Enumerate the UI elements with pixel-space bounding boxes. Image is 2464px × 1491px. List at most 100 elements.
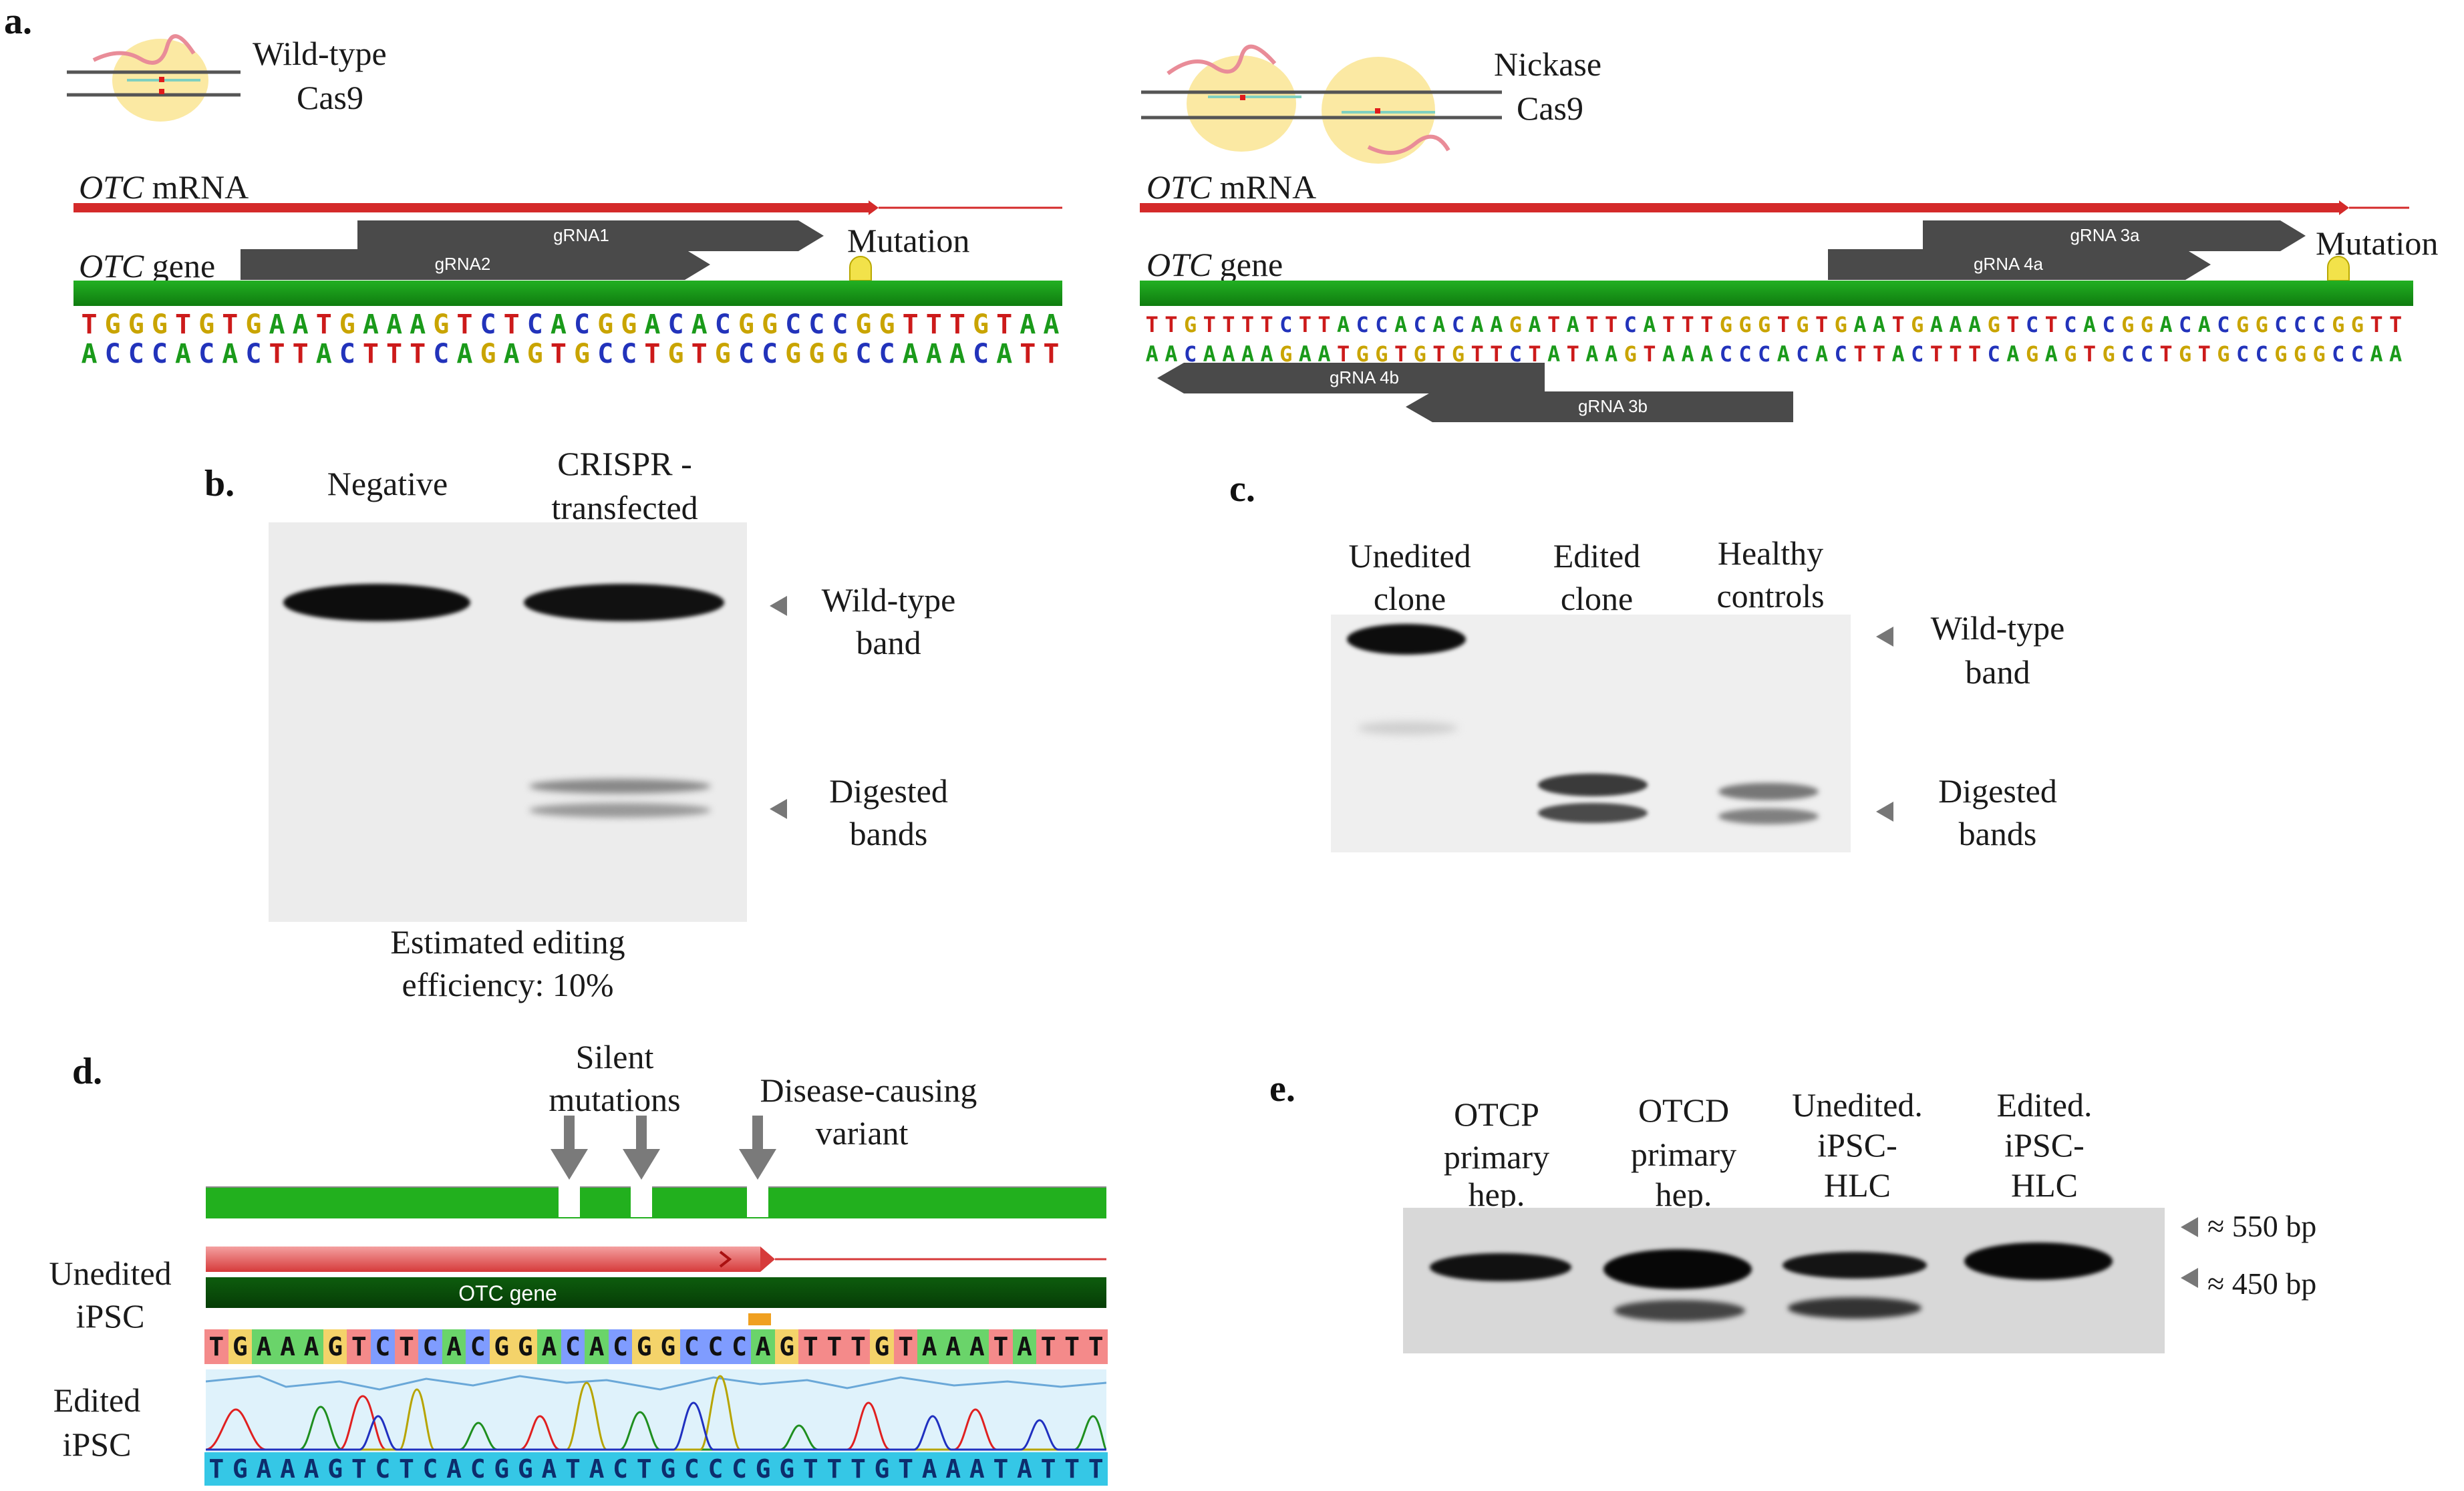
base-letter: G (714, 339, 731, 369)
unedited-ipsc-label-1: Unedited (49, 1255, 172, 1292)
base-letter: G (2350, 312, 2364, 337)
base-letter: G (1183, 312, 1197, 337)
base-letter: T (394, 1452, 419, 1486)
base-letter: A (174, 339, 192, 369)
gel-e-lane3-line2: iPSC- (1817, 1126, 1897, 1164)
disease-variant-label-1: Disease-causing (760, 1071, 977, 1109)
base-letter: T (503, 309, 520, 340)
marker-550-arrow (2181, 1217, 2198, 1237)
gel-c-wildtype-label-2: band (1965, 653, 2030, 691)
gel-e-lane4-line1: Edited. (1996, 1086, 2093, 1124)
base-letter: C (973, 339, 989, 369)
base-letter: A (1394, 312, 1408, 337)
mutation-arrows (551, 1116, 776, 1180)
right-grna3a-arrow (1923, 220, 2306, 251)
base-letter: C (2179, 312, 2192, 337)
base-letter: C (1987, 341, 2000, 367)
base-letter: T (1949, 341, 1962, 367)
base-letter: G (513, 1329, 538, 1364)
base-letter: C (832, 309, 849, 340)
base-letter: C (2255, 341, 2268, 367)
base-letter: C (1719, 341, 1733, 367)
base-letter: A (1298, 341, 1312, 367)
base-letter: A (1891, 341, 1905, 367)
base-letter: A (1777, 341, 1790, 367)
disease-variant-label-2: variant (815, 1114, 909, 1152)
base-letter: A (456, 339, 473, 369)
base-letter: C (245, 339, 262, 369)
base-letter: A (1930, 312, 1944, 337)
base-letter: T (996, 309, 1013, 340)
gel-b-lane-negative: Negative (327, 465, 448, 502)
base-letter: T (1203, 312, 1216, 337)
base-letter: T (1084, 1452, 1108, 1486)
panel-b-label: b. (204, 463, 235, 504)
base-letter: G (2140, 312, 2154, 337)
edited-ipsc-label-2: iPSC (62, 1426, 132, 1463)
base-letter: G (2255, 312, 2268, 337)
base-letter: C (466, 1452, 490, 1486)
base-letter: A (585, 1452, 609, 1486)
base-letter: A (1012, 1452, 1037, 1486)
base-letter: A (442, 1452, 466, 1486)
base-letter: G (1758, 312, 1771, 337)
base-letter: G (2064, 341, 2077, 367)
base-letter: A (252, 1452, 276, 1486)
left-grna2-arrow (241, 249, 710, 280)
base-letter: A (299, 1452, 323, 1486)
base-letter: A (585, 1329, 609, 1364)
base-letter: C (466, 1329, 490, 1364)
base-letter: A (292, 309, 309, 340)
base-letter: C (526, 309, 543, 340)
right-grna3b-label: gRNA 3b (1577, 396, 1648, 416)
base-letter: T (315, 309, 332, 340)
base-letter: G (489, 1452, 514, 1486)
base-letter: C (1509, 341, 1523, 367)
base-letter: A (2197, 312, 2211, 337)
base-letter: G (808, 339, 825, 369)
gel-e-lane4-band-550 (1964, 1242, 2113, 1280)
base-letter: T (644, 339, 661, 369)
nickase-cas9-cartoon (1141, 44, 1502, 164)
base-letter: A (1222, 341, 1235, 367)
base-letter: T (1643, 341, 1656, 367)
right-gene-label: OTC gene (1146, 244, 1283, 285)
base-letter: C (2312, 312, 2326, 337)
base-letter: T (410, 339, 426, 369)
base-letter: T (2370, 312, 2383, 337)
base-letter: A (949, 339, 965, 369)
base-letter: A (2083, 312, 2097, 337)
base-letter: G (597, 309, 614, 340)
base-letter: A (252, 1329, 276, 1364)
base-letter: T (822, 1329, 846, 1364)
right-gene-track (1140, 281, 2413, 306)
base-letter: T (1241, 312, 1255, 337)
sequence-coverage-bar (206, 1186, 1106, 1218)
gel-e-lane1-line3: hep. (1468, 1176, 1525, 1213)
base-letter: C (128, 339, 144, 369)
base-letter: C (151, 339, 168, 369)
base-letter: A (1968, 312, 1982, 337)
left-gene-track (73, 281, 1062, 306)
gel-e-lane2-line2: primary (1630, 1136, 1737, 1173)
base-letter: A (2389, 341, 2403, 367)
base-letter: A (1853, 312, 1867, 337)
left-gene-label: OTC gene (79, 246, 215, 286)
base-letter: G (2217, 341, 2230, 367)
base-letter: G (1509, 312, 1523, 337)
base-letter: G (751, 1452, 775, 1486)
base-letter: T (2159, 341, 2173, 367)
base-letter: T (1662, 312, 1676, 337)
base-letter: A (691, 309, 708, 340)
left-mrna-label: OTC mRNA (79, 167, 249, 207)
base-letter: T (1528, 341, 1541, 367)
base-letter: T (632, 1452, 656, 1486)
base-letter: T (1394, 341, 1408, 367)
base-letter: T (456, 309, 473, 340)
base-letter: A (1585, 341, 1599, 367)
base-letter: A (1043, 309, 1060, 340)
base-letter: G (1796, 312, 1809, 337)
right-mrna-suffix: mRNA (1211, 168, 1317, 206)
base-letter: A (644, 309, 661, 340)
